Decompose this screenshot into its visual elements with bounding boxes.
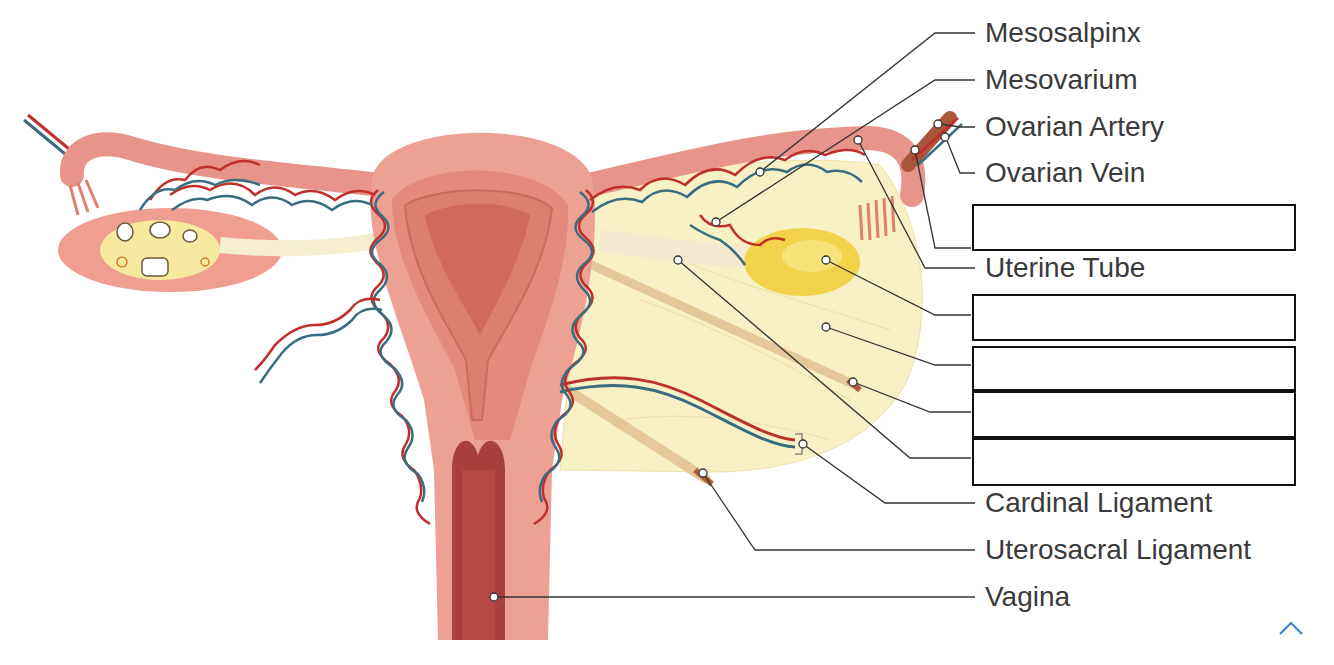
uterine-vein [560,385,795,447]
ovarian-artery-line [912,118,958,160]
left-fimbriae [70,180,98,215]
uterine-vessels [140,150,865,524]
part-label: Mesovarium [985,63,1137,97]
right-ovary [744,228,860,296]
uterus-wall [370,133,595,640]
part-label: Uterine Tube [985,251,1145,285]
part-label: Ovarian Artery [985,110,1164,144]
left-ovarian-ligament [220,240,380,248]
round-ligament [585,262,855,385]
part-label: Cardinal Ligament [985,486,1212,520]
left-ovary [100,220,220,280]
uterine-cavity [405,190,552,420]
part-label: Mesosalpinx [985,16,1141,50]
ovarian-vein-line [918,124,962,165]
leader-line [494,33,975,597]
part-label: Uterosacral Ligament [985,533,1251,567]
scroll-up-icon [1280,623,1302,634]
vaginal-canal [452,441,505,640]
vaginal-lumen [462,470,495,640]
follicles [117,222,209,276]
answer-box [973,205,1295,485]
leader-dot [490,120,949,601]
part-label: Ovarian Vein [985,156,1145,190]
endometrium [425,204,530,335]
myometrium [392,171,568,440]
right-uterine-tube [588,138,913,195]
part-label: Vagina [985,580,1070,614]
ovary-highlight [782,240,842,272]
right-fimbriae [860,196,894,240]
